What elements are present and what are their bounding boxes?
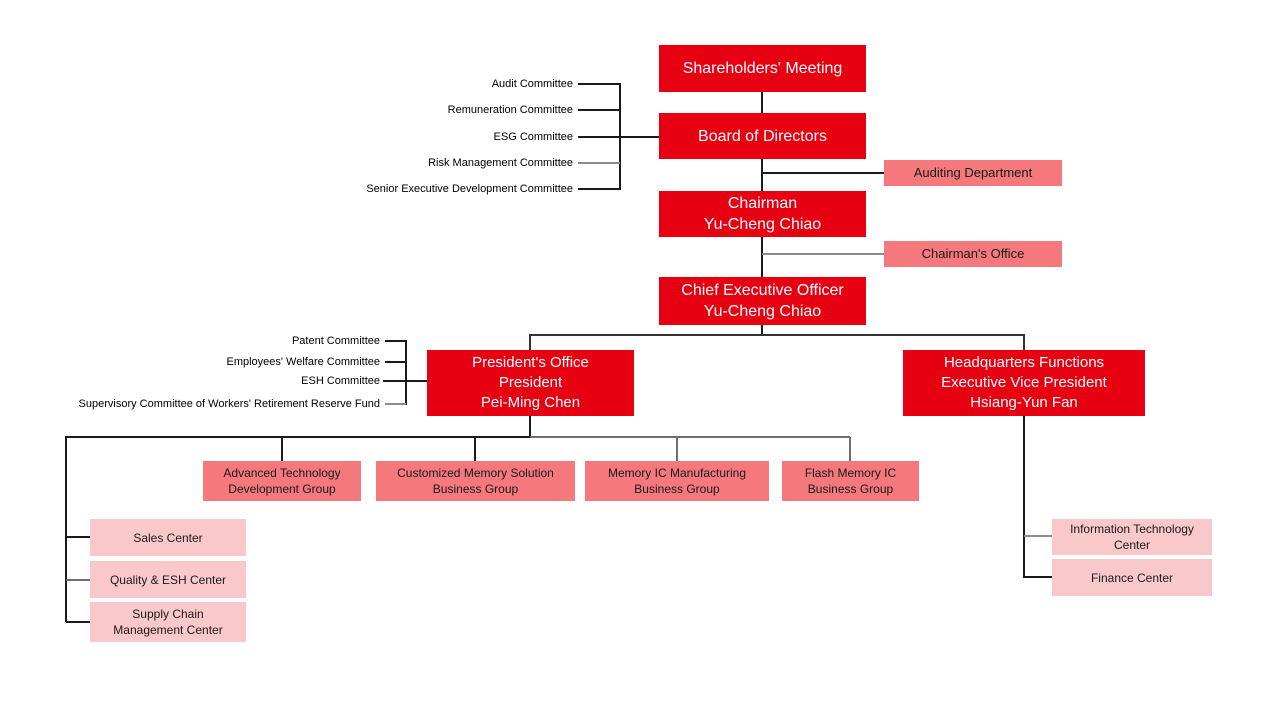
group-line: Memory IC Manufacturing: [607, 466, 747, 480]
main-column-connectors: [761, 92, 884, 336]
node-customized-memory-group: Customized Memory Solution Business Grou…: [376, 461, 575, 501]
president-branch-connectors-gray: [66, 436, 851, 581]
node-advanced-technology-group: Advanced Technology Development Group: [203, 461, 361, 501]
presidents-office-name: Pei-Ming Chen: [480, 394, 581, 411]
headquarters-unit: Headquarters Functions: [943, 354, 1105, 371]
president-branch-connectors: [65, 416, 531, 623]
ceo-name: Yu-Cheng Chiao: [703, 303, 822, 320]
committee-patent: Patent Committee: [291, 335, 380, 347]
headquarters-name: Hsiang-Yun Fan: [970, 394, 1078, 411]
node-auditing-department: Auditing Department: [884, 160, 1062, 186]
group-line: Business Group: [432, 482, 519, 496]
committee-supervisory-retirement: Supervisory Committee of Workers' Retire…: [78, 398, 380, 410]
node-information-technology-center: Information Technology Center: [1052, 519, 1212, 555]
committee-risk: Risk Management Committee: [428, 157, 573, 169]
node-quality-esh-center: Quality & ESH Center: [90, 561, 246, 598]
board-committee-connectors: [578, 83, 659, 190]
committee-esg: ESG Committee: [493, 131, 573, 143]
node-memory-ic-manufacturing-group: Memory IC Manufacturing Business Group: [585, 461, 769, 501]
presidents-office-title: President: [498, 374, 563, 391]
group-line: Flash Memory IC: [804, 466, 897, 480]
node-ceo: Chief Executive Officer Yu-Cheng Chiao: [659, 277, 866, 325]
node-presidents-office: President's Office President Pei-Ming Ch…: [427, 350, 634, 416]
node-flash-memory-group: Flash Memory IC Business Group: [782, 461, 919, 501]
chairman-title: Chairman: [727, 195, 798, 212]
ceo-title: Chief Executive Officer: [681, 282, 844, 299]
committee-senior-exec: Senior Executive Development Committee: [366, 183, 573, 195]
node-chairmans-office: Chairman's Office: [884, 241, 1062, 267]
group-line: Advanced Technology: [223, 466, 341, 480]
node-board-of-directors: Board of Directors: [659, 113, 866, 159]
committee-remuneration: Remuneration Committee: [447, 104, 573, 116]
node-supply-chain-center: Supply Chain Management Center: [90, 602, 246, 642]
node-headquarters-functions: Headquarters Functions Executive Vice Pr…: [903, 350, 1145, 416]
node-chairman: Chairman Yu-Cheng Chiao: [659, 191, 866, 237]
group-line: Customized Memory Solution: [397, 466, 554, 480]
center-line: Supply Chain: [132, 607, 204, 621]
center-line: Information Technology: [1070, 522, 1194, 536]
ceo-branch-connectors: [529, 334, 1025, 350]
chairman-name: Yu-Cheng Chiao: [703, 216, 822, 233]
group-line: Business Group: [634, 482, 720, 496]
presidents-office-unit: President's Office: [472, 354, 589, 371]
node-finance-center: Finance Center: [1052, 559, 1212, 596]
president-committee-connectors: [383, 340, 427, 405]
node-shareholders-meeting: Shareholders' Meeting: [659, 45, 866, 92]
committee-esh: ESH Committee: [301, 375, 380, 387]
group-line: Business Group: [807, 482, 894, 496]
committee-employees-welfare: Employees' Welfare Committee: [226, 356, 380, 368]
headquarters-title: Executive Vice President: [941, 374, 1107, 391]
node-sales-center: Sales Center: [90, 519, 246, 556]
group-line: Development Group: [228, 482, 336, 496]
center-line: Management Center: [113, 623, 223, 637]
center-line: Center: [1113, 538, 1151, 552]
headquarters-branch-connectors: [1023, 416, 1052, 578]
committee-audit: Audit Committee: [491, 78, 573, 90]
